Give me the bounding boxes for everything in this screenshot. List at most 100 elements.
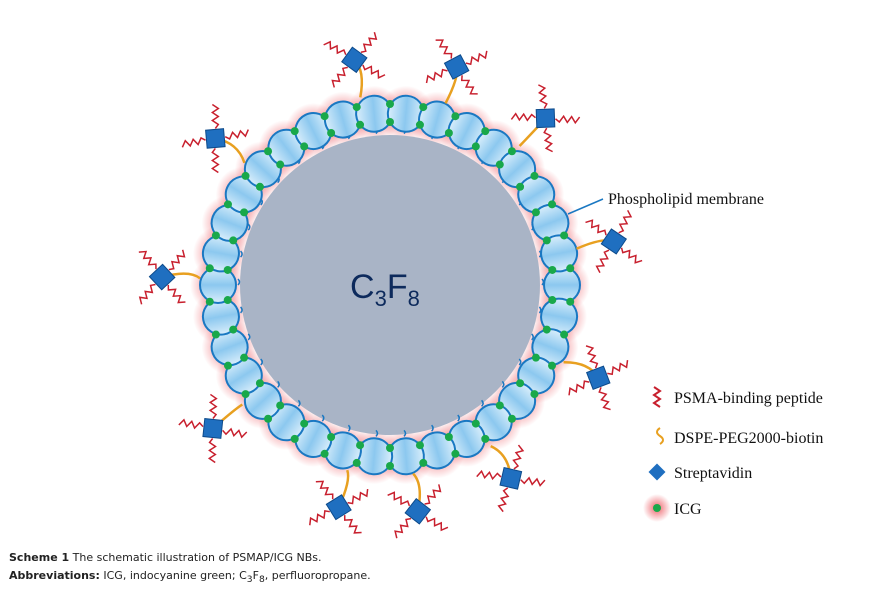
lipid-tail xyxy=(457,414,460,422)
streptavidin xyxy=(205,128,226,149)
legend-label-icg: ICG xyxy=(674,501,702,518)
lipid-tail xyxy=(347,424,351,432)
icg-molecule xyxy=(211,231,220,240)
icg-molecule xyxy=(531,208,540,217)
psma-peptide xyxy=(224,129,249,140)
icg-molecule xyxy=(240,353,249,362)
psma-peptide xyxy=(323,40,347,55)
icg-molecule xyxy=(352,103,361,112)
lipid-tail xyxy=(538,306,542,314)
icg-molecule xyxy=(516,379,525,388)
psma-peptide xyxy=(568,380,590,396)
psma-peptide xyxy=(538,84,548,109)
icg-molecule xyxy=(548,265,557,274)
icg-molecule xyxy=(548,361,557,370)
icg-molecule xyxy=(290,434,299,443)
icg-molecule xyxy=(471,142,480,151)
icg-molecule xyxy=(300,142,309,151)
icg-molecule xyxy=(205,297,214,306)
icg-molecule xyxy=(386,100,394,108)
abbr-sub: 3 xyxy=(246,574,253,586)
psma-peptide xyxy=(138,283,156,305)
targeting-unit xyxy=(323,31,386,98)
targeting-unit xyxy=(476,444,546,513)
phospholipid-membrane xyxy=(199,94,581,476)
icg-molecule xyxy=(255,182,264,191)
psma-peptide xyxy=(543,127,553,153)
icg-molecule xyxy=(386,118,394,126)
targeting-unit xyxy=(181,103,249,174)
streptavidin xyxy=(148,263,176,291)
psma-peptide xyxy=(315,480,334,500)
psma-peptide xyxy=(595,249,610,274)
icg-molecule xyxy=(530,390,539,399)
psma-peptide xyxy=(460,75,478,95)
streptavidin xyxy=(341,46,368,74)
lipid-tail xyxy=(297,399,301,407)
psma-peptide xyxy=(618,209,633,234)
icg-molecule xyxy=(290,127,299,136)
membrane-pointer xyxy=(567,198,604,215)
psma-peptide xyxy=(222,427,248,439)
psma-peptide xyxy=(168,249,186,271)
icg-molecule xyxy=(419,103,428,112)
icg-molecule xyxy=(542,325,551,334)
lipid-tail xyxy=(277,380,280,388)
icg-molecule xyxy=(531,353,540,362)
abbr-sub: 8 xyxy=(258,574,265,586)
psma-peptide xyxy=(138,250,157,270)
psma-peptide xyxy=(181,136,206,148)
abbr-label: Abbreviations: xyxy=(9,569,100,582)
icg-dot xyxy=(653,504,661,512)
icg-molecule xyxy=(566,264,575,273)
streptavidin xyxy=(404,497,432,525)
icg-molecule xyxy=(356,120,365,129)
icg-molecule xyxy=(566,297,575,306)
icg-molecule xyxy=(495,160,504,169)
streptavidin xyxy=(499,466,523,490)
psma-peptide xyxy=(435,39,453,59)
psma-peptide xyxy=(362,64,386,79)
targeting-units xyxy=(138,31,643,539)
psma-peptide xyxy=(585,219,607,236)
psma-peptide xyxy=(425,68,448,84)
targeting-unit xyxy=(510,84,581,153)
lipid-tail xyxy=(237,278,241,286)
icg-molecule xyxy=(264,414,273,423)
icg-molecule xyxy=(516,182,525,191)
psma-peptide xyxy=(210,103,220,129)
psma-peptide xyxy=(178,418,204,430)
icg-molecule xyxy=(327,432,336,441)
icg-molecule xyxy=(240,208,249,217)
icg-molecule xyxy=(320,449,329,458)
icg-molecule xyxy=(560,330,569,339)
icg-molecule xyxy=(415,120,424,129)
lipid-head xyxy=(540,234,579,273)
nanobubble-diagram: C3F8 Phospholipid membrane PSMA-binding … xyxy=(138,31,823,539)
icg-molecule xyxy=(548,296,557,305)
icg-molecule xyxy=(229,325,238,334)
icg-molecule xyxy=(229,236,238,245)
streptavidin xyxy=(202,418,224,439)
linker-icon xyxy=(656,427,664,445)
c3f8-core xyxy=(240,135,540,435)
icg-molecule xyxy=(542,236,551,245)
psma-peptide xyxy=(207,438,217,464)
psma-peptide xyxy=(598,387,611,411)
psma-peptide xyxy=(208,393,218,419)
targeting-unit xyxy=(387,472,449,539)
lipid-tail xyxy=(375,429,379,437)
lipid-tail xyxy=(260,358,264,366)
icg-molecule xyxy=(386,462,394,470)
lipid-tail xyxy=(403,429,407,437)
icg-molecule xyxy=(415,441,424,450)
caption-line-2: Abbreviations: ICG, indocyanine green; C… xyxy=(9,569,371,585)
icg-molecule xyxy=(223,200,232,209)
icg-molecule xyxy=(560,231,569,240)
psma-peptide xyxy=(520,476,546,487)
streptavidin xyxy=(535,108,556,129)
psma-peptide xyxy=(585,345,599,369)
targeting-unit xyxy=(576,209,643,274)
lipid-tail xyxy=(431,424,434,432)
icg-molecule xyxy=(481,434,490,443)
